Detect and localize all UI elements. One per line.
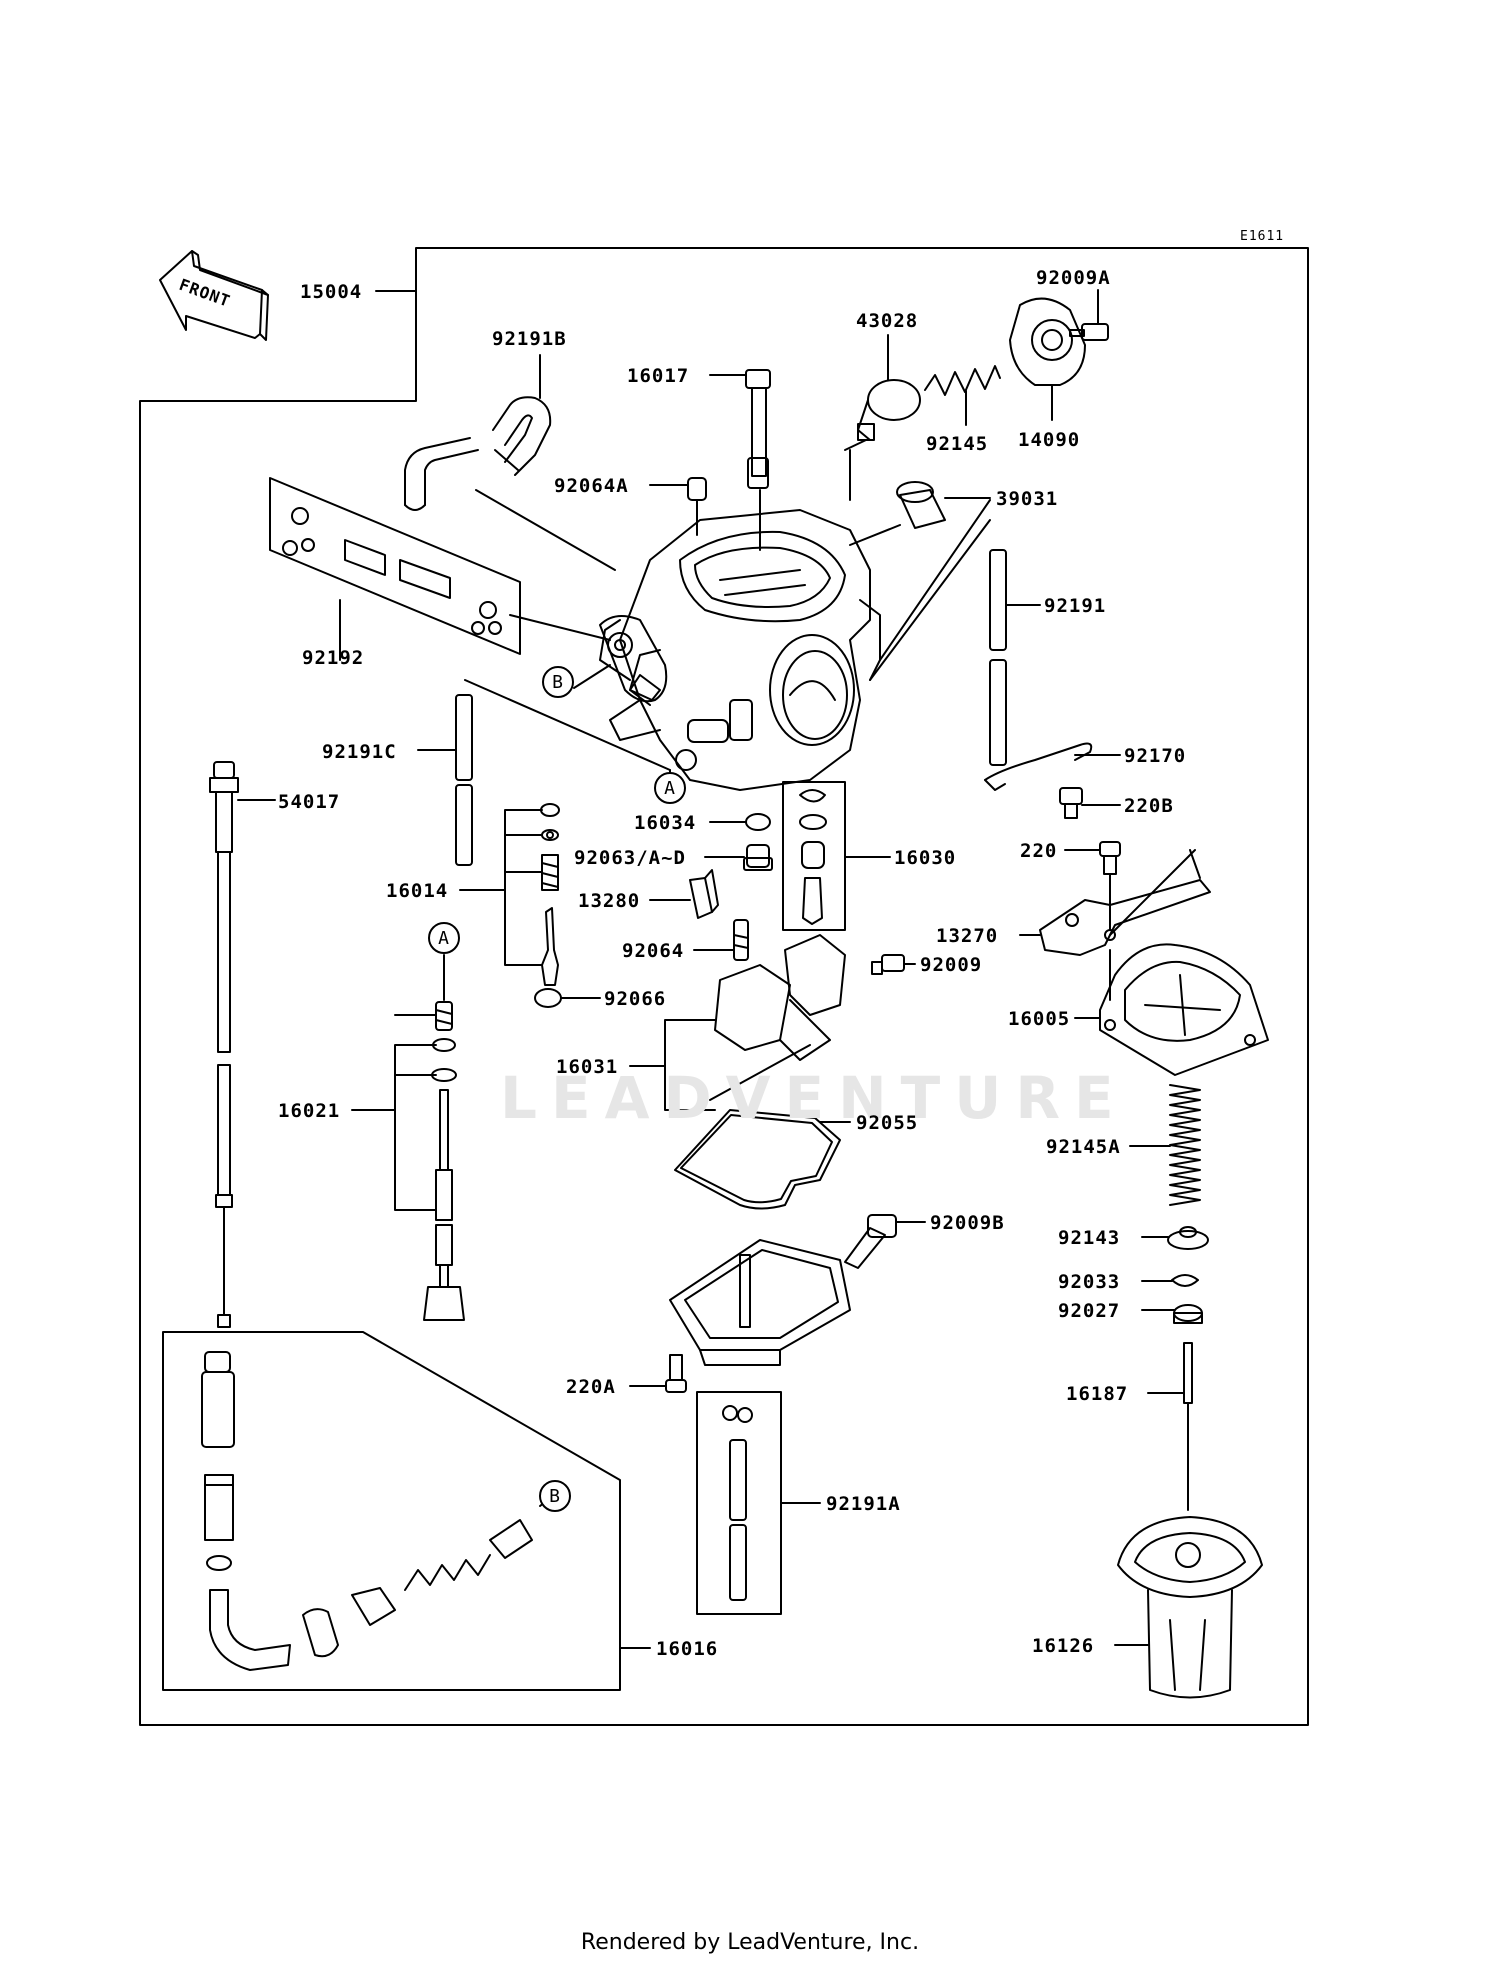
plug-92066 (534, 988, 562, 1008)
hose-92191 (989, 549, 1007, 766)
part-label-92009: 92009 (920, 954, 982, 976)
gasket-92055 (674, 1109, 841, 1210)
screw-220 (1099, 841, 1121, 875)
callout-a-label-upper: A (664, 778, 676, 799)
jet-needle-16021 (423, 1001, 465, 1321)
part-label-220b: 220B (1124, 795, 1174, 817)
callout-circle-b-lower (539, 1480, 571, 1512)
seat-92143 (1167, 1226, 1209, 1250)
part-label-92143: 92143 (1058, 1227, 1120, 1249)
screw-92009 (871, 954, 905, 975)
cable-54017 (209, 761, 239, 1328)
part-label-16187: 16187 (1066, 1383, 1128, 1405)
float-bowl (669, 1239, 851, 1366)
part-label-16126: 16126 (1032, 1635, 1094, 1657)
part-label-16005: 16005 (1008, 1008, 1070, 1030)
part-label-13280: 13280 (578, 890, 640, 912)
part-label-220a: 220A (566, 1376, 616, 1398)
screw-92064 (733, 919, 749, 961)
part-label-43028: 43028 (856, 310, 918, 332)
part-label-92009b: 92009B (930, 1212, 1005, 1234)
part-label-15004: 15004 (300, 281, 362, 303)
assembly-frame (139, 247, 1309, 1726)
part-label-92063: 92063/A~D (574, 847, 686, 869)
gasket-set-92192 (269, 477, 521, 655)
part-label-92170: 92170 (1124, 745, 1186, 767)
footer-credit: Rendered by LeadVenture, Inc. (580, 1930, 920, 1955)
washer-92027 (1173, 1304, 1203, 1324)
part-label-16034: 16034 (634, 812, 696, 834)
holder-13280 (689, 869, 719, 919)
part-label-16030: 16030 (894, 847, 956, 869)
part-label-92033: 92033 (1058, 1271, 1120, 1293)
part-label-92191a: 92191A (826, 1493, 901, 1515)
screw-220a (665, 1354, 687, 1393)
cover-14090 (1009, 297, 1086, 386)
needle-16187 (1183, 1342, 1193, 1511)
cap-39031 (896, 481, 946, 529)
part-label-54017: 54017 (278, 791, 340, 813)
starter-plunger-16016 (201, 1351, 533, 1671)
part-label-14090: 14090 (1018, 429, 1080, 451)
spring-92145 (924, 365, 1001, 396)
starter-plunger-box-16016 (162, 1331, 621, 1691)
pilot-screw-set-16014 (540, 803, 560, 986)
clip-92170 (984, 742, 1093, 781)
part-label-16021: 16021 (278, 1100, 340, 1122)
clip-92033 (1171, 1274, 1199, 1287)
float-valve-16030 (799, 789, 827, 925)
hose-92191b (404, 396, 552, 511)
hose-92191a (722, 1405, 753, 1601)
front-arrow-icon (159, 250, 269, 341)
callout-circle-b-upper (542, 666, 574, 698)
screw-92009a (1069, 323, 1109, 341)
part-label-16017: 16017 (627, 365, 689, 387)
part-label-92145: 92145 (926, 433, 988, 455)
part-label-92191b: 92191B (492, 328, 567, 350)
hose-box-92191a (696, 1391, 782, 1615)
callout-circle-a-upper (654, 772, 686, 804)
part-label-16031: 16031 (556, 1056, 618, 1078)
float-valve-box-16030 (782, 781, 846, 931)
part-label-92191c: 92191C (322, 741, 397, 763)
washer-16034 (745, 813, 771, 831)
part-label-92064a: 92064A (554, 475, 629, 497)
bracket-13270 (1039, 879, 1211, 956)
part-label-92064: 92064 (622, 940, 684, 962)
watermark: LEADVENTURE (500, 1064, 1128, 1132)
part-label-92191: 92191 (1044, 595, 1106, 617)
jet-92063 (743, 844, 773, 871)
needle-jet-16017 (745, 369, 771, 489)
screw-92009b (844, 1214, 897, 1269)
carburetor-body (599, 509, 881, 791)
part-label-92192: 92192 (302, 647, 364, 669)
part-label-39031: 39031 (996, 488, 1058, 510)
part-label-92009a: 92009A (1036, 267, 1111, 289)
hose-92191c (455, 694, 473, 866)
choke-lever (599, 615, 668, 703)
part-label-16016: 16016 (656, 1638, 718, 1660)
screw-92064a (687, 477, 707, 501)
part-label-92145a: 92145A (1046, 1136, 1121, 1158)
diagram-code: E1611 (1240, 229, 1284, 244)
part-label-92027: 92027 (1058, 1300, 1120, 1322)
part-label-220: 220 (1020, 840, 1057, 862)
callout-circle-a-lower (428, 922, 460, 954)
spring-92145a (1169, 1084, 1201, 1206)
part-label-92055: 92055 (856, 1112, 918, 1134)
diaphragm-43028 (844, 379, 921, 451)
part-label-92066: 92066 (604, 988, 666, 1010)
part-label-16014: 16014 (386, 880, 448, 902)
cover-16005 (1099, 943, 1269, 1076)
callout-b-label-lower: B (549, 1486, 561, 1507)
callout-b-label-upper: B (552, 672, 564, 693)
piston-16126 (1117, 1516, 1263, 1699)
callout-a-label-lower: A (438, 928, 450, 949)
screw-220b (1059, 787, 1083, 819)
part-label-13270: 13270 (936, 925, 998, 947)
float-16031 (709, 934, 846, 1101)
